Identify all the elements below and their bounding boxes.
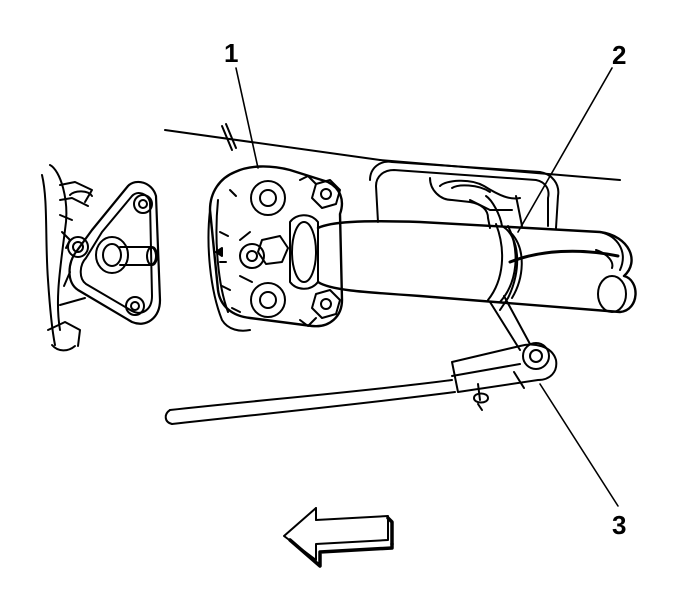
callout-1-label: 1 xyxy=(224,38,239,68)
tunnel-bracket xyxy=(370,162,558,228)
callout-2-label: 2 xyxy=(612,40,627,70)
support-rod xyxy=(166,296,557,424)
callout-3-label: 3 xyxy=(612,510,627,540)
leader-line-2 xyxy=(518,68,612,232)
transmission-output-flange xyxy=(42,165,160,350)
driveshaft-tube xyxy=(318,221,636,312)
leader-line-1 xyxy=(236,68,258,168)
leader-line-3 xyxy=(540,384,618,506)
left-arrow-icon xyxy=(284,508,392,566)
wire-strap xyxy=(500,226,522,310)
leader-lines xyxy=(236,68,618,506)
flex-coupling xyxy=(209,166,343,330)
